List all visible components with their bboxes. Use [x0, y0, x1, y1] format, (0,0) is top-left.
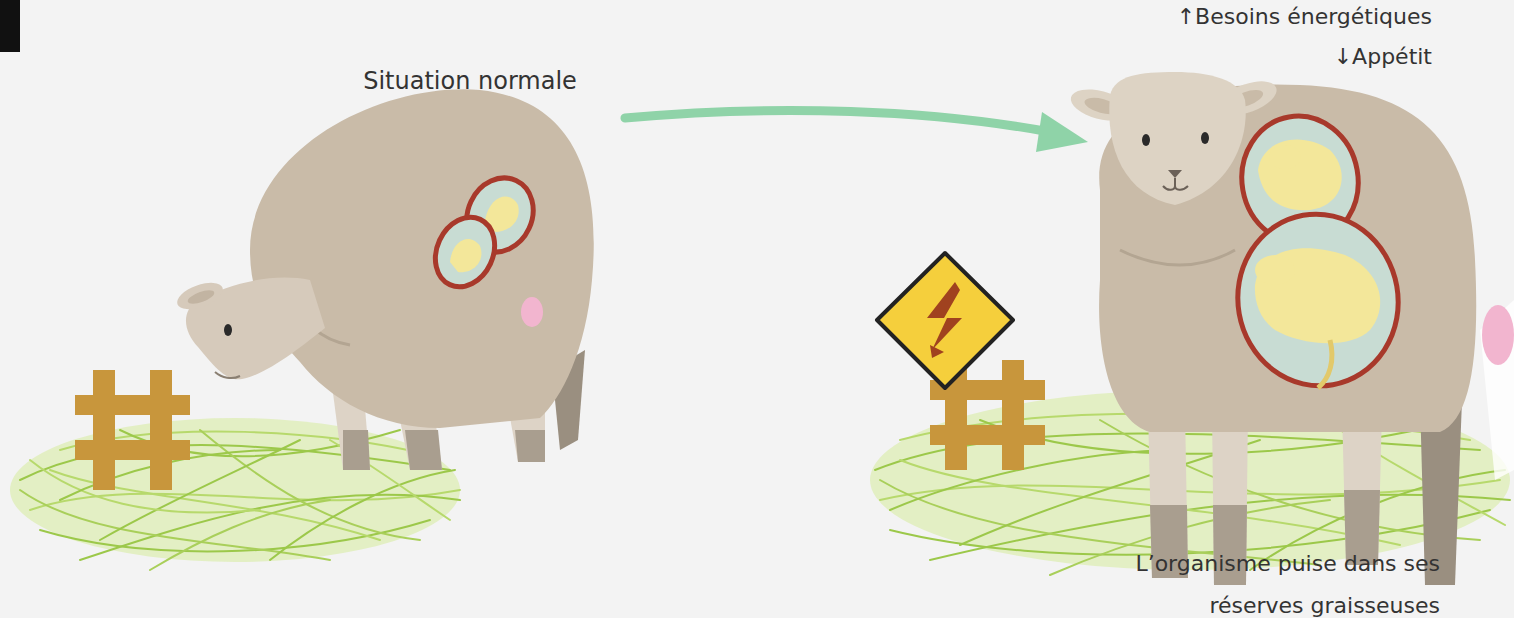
sheep-pregnant-part [1109, 72, 1245, 205]
sheep-pregnant-part [1255, 255, 1295, 285]
sheep-pregnant [1067, 72, 1514, 585]
sheep-pregnant-part [1258, 140, 1342, 211]
hay-pile [10, 418, 460, 570]
sheep-pregnant-part [1142, 134, 1150, 146]
sheep-normal-part [186, 288, 216, 307]
sheep-pregnant-part [1318, 340, 1332, 388]
sheep-normal-part [343, 430, 370, 470]
fence-symbol-part [75, 395, 190, 415]
fence-symbol [75, 370, 190, 490]
sheep-pregnant-part [1269, 145, 1301, 169]
sheep-normal-part [424, 208, 505, 297]
sheep-pregnant-part [1168, 170, 1182, 178]
hay-pile-part [150, 500, 330, 570]
transition-arrow [625, 110, 1088, 152]
consequence-note: L’organisme puise dans ses réserves grai… [1080, 543, 1440, 618]
warning-sign-part [927, 282, 962, 350]
hay-pile-part [10, 418, 460, 562]
transition-arrow-part [1036, 112, 1088, 152]
sheep-normal-part [450, 239, 481, 272]
sheep-normal-part [515, 430, 545, 462]
sheep-normal-part [224, 324, 232, 336]
fence-symbol-part [1002, 360, 1024, 470]
fence-symbol-part [150, 370, 172, 490]
hay-pile-part [880, 480, 1500, 500]
sheep-pregnant-part [1342, 410, 1382, 565]
hay-pile-part [30, 490, 460, 510]
sheep-pregnant-part [1482, 305, 1514, 365]
light-beam [1480, 300, 1514, 480]
scene-title: Situation normale [363, 66, 577, 96]
warning-sign [877, 253, 1013, 388]
sheep-normal-part [186, 278, 325, 380]
sheep-normal [174, 89, 594, 470]
sheep-normal-part [215, 372, 240, 378]
effect-note: ↑Besoins énergétiques [1177, 2, 1432, 32]
warning-sign-part [887, 263, 1003, 378]
warning-sign-part [877, 253, 1013, 388]
hay-pile-part [890, 450, 1180, 510]
transition-arrow-part [625, 110, 1050, 132]
fence-symbol-part [930, 425, 1045, 445]
hay-pile-part [200, 430, 420, 540]
hay-pile-part [270, 470, 455, 560]
effect-note: ↓Appétit [1334, 42, 1432, 72]
fence-symbol-part [93, 370, 115, 490]
sheep-normal-part [521, 297, 543, 327]
corner-mark [0, 0, 20, 52]
fence-symbol-part [75, 440, 190, 460]
sheep-pregnant-part [1163, 178, 1188, 190]
sheep-pregnant-part [1255, 248, 1380, 343]
sheep-pregnant-part [1224, 201, 1411, 398]
sheep-pregnant-part [1120, 250, 1235, 265]
sheep-normal-part [174, 277, 227, 314]
sheep-pregnant-part [1201, 132, 1209, 144]
sheep-normal-part [405, 430, 442, 470]
sheep-normal-part [250, 89, 594, 428]
warning-sign-part [930, 345, 944, 358]
